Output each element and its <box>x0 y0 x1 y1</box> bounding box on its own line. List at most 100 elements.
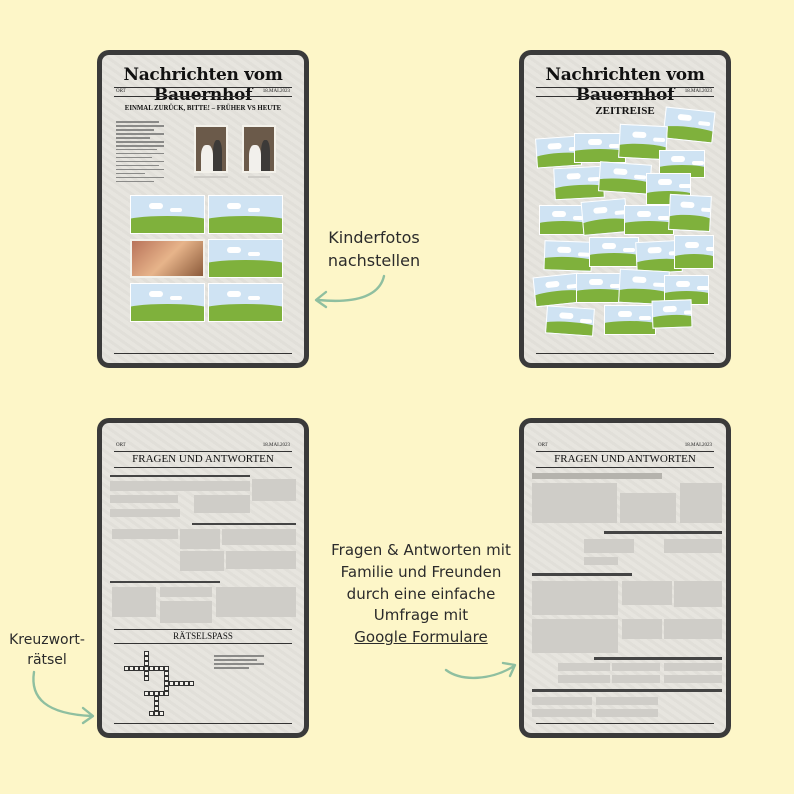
dateline: ORT 18.MAI.2023 <box>538 443 712 448</box>
question-line <box>532 573 632 576</box>
footer-divider <box>114 723 292 724</box>
tablet-preview-4: ORT 18.MAI.2023 FRAGEN UND ANTWORTEN <box>519 418 731 738</box>
arrow-to-page-1 <box>314 274 386 309</box>
label-fragen-text: Fragen & Antworten mit Familie und Freun… <box>331 541 511 625</box>
answer-box <box>596 709 658 717</box>
answer-box <box>160 587 212 597</box>
answer-box <box>180 529 220 549</box>
answer-box <box>680 483 722 523</box>
collage-photo <box>543 240 593 272</box>
collage-photo <box>545 305 595 337</box>
answer-box <box>180 551 224 571</box>
wedding-photo-then <box>194 125 228 173</box>
divider <box>114 629 292 630</box>
arrow-to-page-4 <box>444 661 517 680</box>
masthead: Nachrichten vom Bauernhof <box>123 65 283 105</box>
question-line <box>604 531 722 534</box>
answer-box <box>110 509 180 517</box>
answer-box <box>226 551 296 569</box>
article-text <box>116 121 164 185</box>
newspaper-page-4: ORT 18.MAI.2023 FRAGEN UND ANTWORTEN <box>524 423 726 733</box>
footer-divider <box>114 353 292 354</box>
question-line <box>532 689 722 692</box>
answer-box <box>194 495 250 513</box>
page-heading: ZEITREISE <box>595 105 655 117</box>
label-kinderfotos: Kinderfotos nachstellen <box>327 228 421 271</box>
divider <box>536 467 714 468</box>
page-heading: EINMAL ZURÜCK, BITTE! – FRÜHER VS HEUTE <box>124 105 282 112</box>
footer-divider <box>536 353 714 354</box>
question-line <box>594 657 722 660</box>
divider <box>114 87 292 88</box>
collage-photo <box>604 305 656 335</box>
arrow-to-page-3 <box>32 670 95 725</box>
collage-photo <box>598 161 652 195</box>
placeholder-photo <box>130 195 205 234</box>
label-kreuzwort: Kreuzwort-rätsel <box>9 632 85 669</box>
crossword-grid[interactable] <box>124 651 214 721</box>
answer-box <box>612 675 660 683</box>
crossword-clues <box>214 655 264 671</box>
collage-photo <box>576 273 624 303</box>
question-line <box>192 523 296 525</box>
collage-photo <box>674 235 714 269</box>
collage-photo <box>662 106 716 144</box>
dateline: 18.MAI.2023 <box>538 89 712 94</box>
collage-photo <box>589 237 639 267</box>
collage-photo <box>553 165 605 201</box>
collage-photo <box>580 198 629 236</box>
placeholder-photo <box>208 239 283 278</box>
collage-photo <box>651 299 693 329</box>
divider <box>114 643 292 644</box>
divider <box>114 96 292 97</box>
footer-divider <box>536 723 714 724</box>
page-heading: FRAGEN UND ANTWORTEN <box>132 453 274 465</box>
google-forms-link[interactable]: Google Formulare <box>354 628 488 646</box>
tablet-preview-2: Nachrichten vom Bauernhof 18.MAI.2023 ZE… <box>519 50 731 368</box>
collage-photo <box>532 272 582 308</box>
place-label: ORT <box>116 89 126 94</box>
placeholder-photo <box>208 283 283 322</box>
place-label: ORT <box>538 443 548 448</box>
divider <box>114 451 292 452</box>
collage-photo <box>539 205 587 235</box>
newspaper-page-3: ORT 18.MAI.2023 FRAGEN UND ANTWORTEN RÄT… <box>102 423 304 733</box>
answer-box <box>664 675 722 683</box>
placeholder-photo <box>208 195 283 234</box>
answer-box <box>664 539 722 553</box>
answer-box <box>558 675 610 683</box>
dateline: ORT 18.MAI.2023 <box>116 89 290 94</box>
question-line <box>110 581 220 583</box>
tablet-preview-1: Nachrichten vom Bauernhof ORT 18.MAI.202… <box>97 50 309 368</box>
answer-box <box>532 709 592 717</box>
answer-box <box>532 483 617 523</box>
date-label: 18.MAI.2023 <box>684 89 712 94</box>
placeholder-photo <box>130 283 205 322</box>
dateline: ORT 18.MAI.2023 <box>116 443 290 448</box>
divider <box>536 87 714 88</box>
answer-box <box>110 481 250 491</box>
answer-box <box>674 581 722 607</box>
question-line <box>532 473 662 479</box>
answer-box <box>532 581 618 615</box>
answer-box <box>216 587 296 617</box>
answer-box <box>612 663 660 671</box>
label-fragen: Fragen & Antworten mit Familie und Freun… <box>323 540 519 649</box>
answer-box <box>160 601 212 623</box>
answer-box <box>110 495 178 503</box>
place-label: ORT <box>116 443 126 448</box>
date-label: 18.MAI.2023 <box>262 443 290 448</box>
answer-box <box>664 663 722 671</box>
wedding-photo-now <box>242 125 276 173</box>
answer-box <box>532 697 592 705</box>
date-label: 18.MAI.2023 <box>684 443 712 448</box>
answer-box <box>664 619 722 639</box>
answer-box <box>558 663 610 671</box>
masthead: Nachrichten vom Bauernhof <box>545 65 705 105</box>
divider <box>114 467 292 468</box>
caption-line <box>248 176 270 178</box>
page-heading: FRAGEN UND ANTWORTEN <box>554 453 696 465</box>
answer-box <box>222 529 296 545</box>
answer-box <box>252 479 296 501</box>
answer-box <box>584 539 634 553</box>
